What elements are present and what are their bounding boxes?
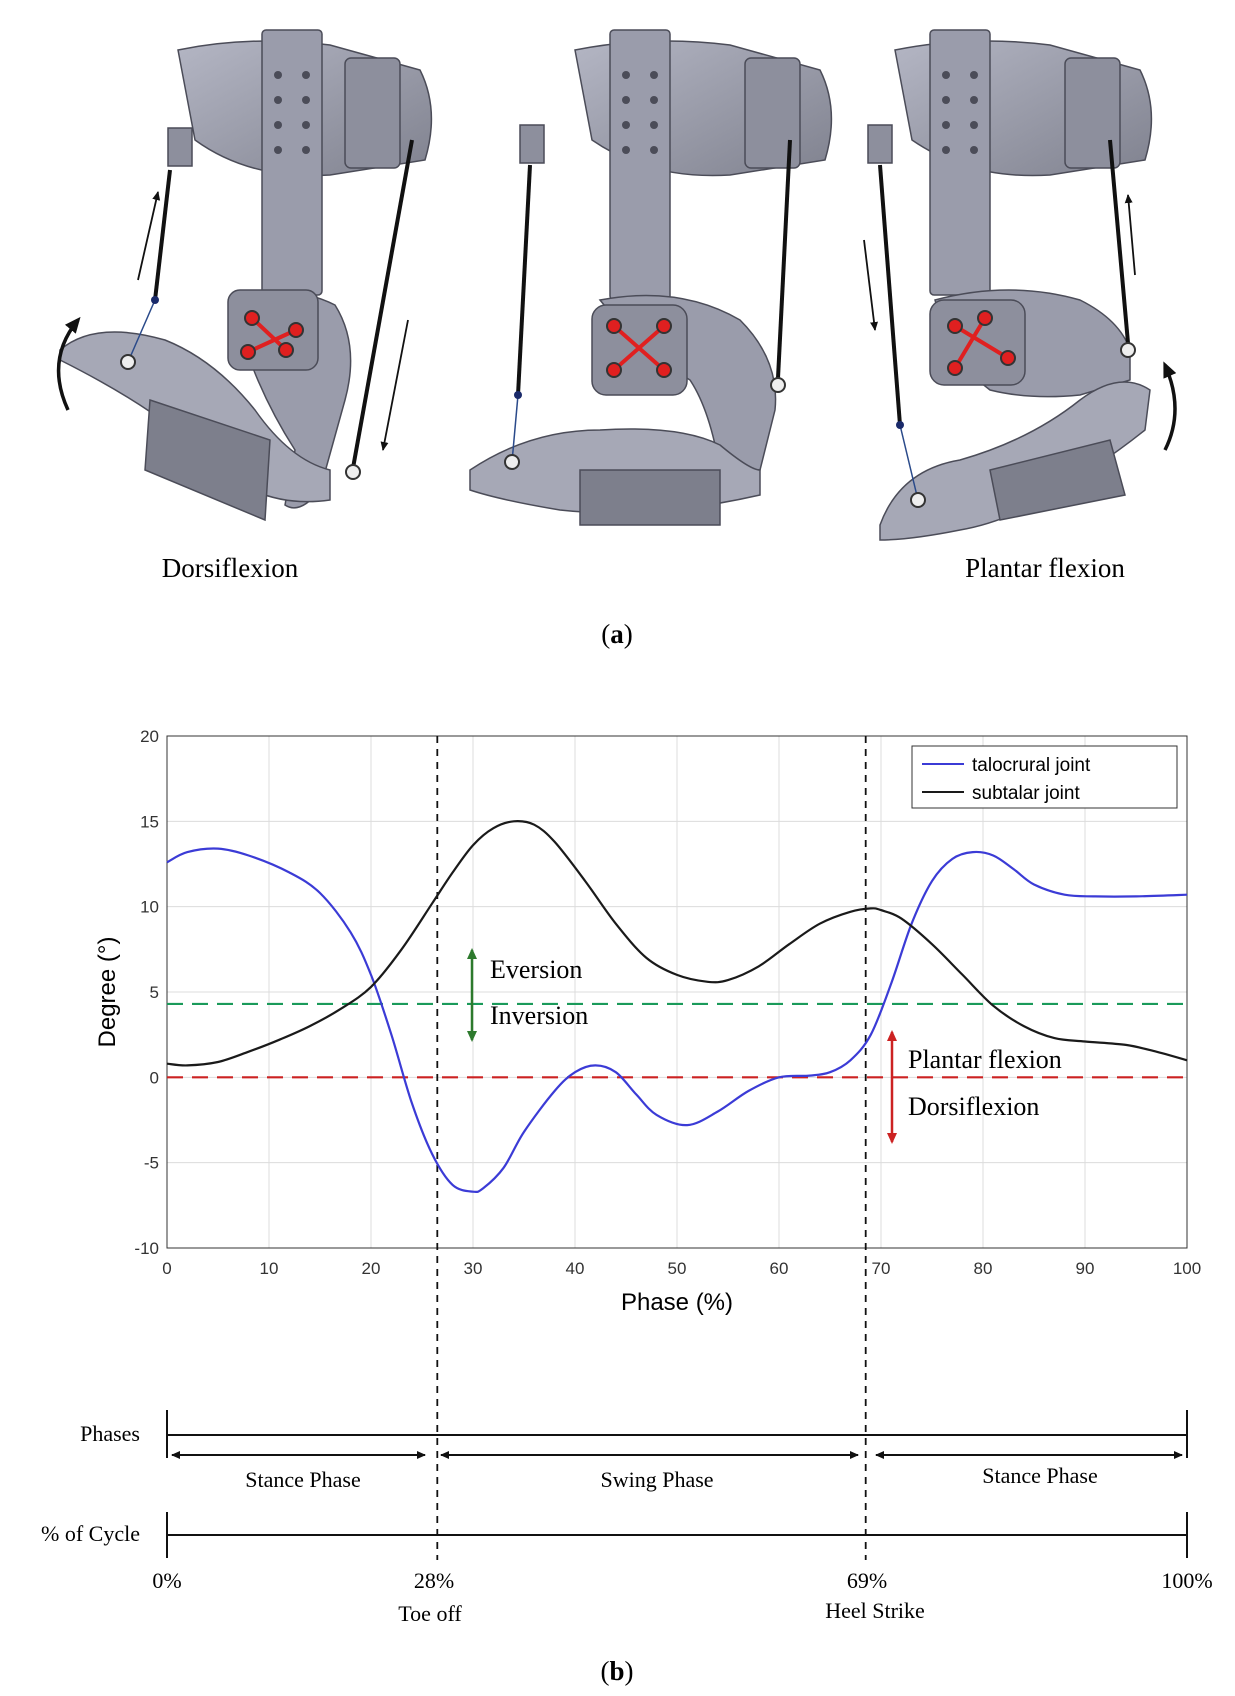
y-tick-label: 15 <box>140 812 159 831</box>
foot-plate <box>879 381 1151 541</box>
toe-pulley <box>120 354 136 370</box>
x-tick-label: 80 <box>974 1259 993 1278</box>
x-tick-label: 30 <box>464 1259 483 1278</box>
percent-100: 100% <box>1161 1568 1212 1593</box>
caption-b: (b) <box>600 1656 633 1686</box>
device-dorsiflexion <box>56 29 433 522</box>
cable-front <box>153 169 172 301</box>
y-tick-label: 20 <box>140 727 159 746</box>
percent-69: 69% <box>847 1568 887 1593</box>
x-tick-label: 0 <box>162 1259 171 1278</box>
four-bar-joints <box>947 310 1016 376</box>
label-inversion: Inversion <box>490 1001 588 1030</box>
chart-grid <box>166 735 1188 1249</box>
x-tick-label: 20 <box>362 1259 381 1278</box>
motion-arrow-up <box>1124 194 1136 276</box>
strap-buckle-right <box>744 57 801 169</box>
legend: talocrural joint subtalar joint <box>911 745 1178 809</box>
strap-buckle-right <box>1064 57 1121 169</box>
gait-timeline: Phases % of Cycle Stance Phase Swing Pha… <box>41 1410 1213 1686</box>
timeline-phases-label: Phases <box>80 1421 140 1446</box>
shank-strut <box>929 29 991 296</box>
strap-buckle-left <box>519 124 545 164</box>
strut-bolt-holes <box>942 71 978 154</box>
x-tick-label: 70 <box>872 1259 891 1278</box>
toe-pulley <box>504 454 520 470</box>
x-tick-label: 10 <box>260 1259 279 1278</box>
event-toe-off: Toe off <box>398 1601 462 1626</box>
phase-name-stance-1: Stance Phase <box>245 1467 360 1492</box>
legend-label-talocrural: talocrural joint <box>972 755 1091 776</box>
y-tick-label: 10 <box>140 898 159 917</box>
heel-block <box>579 469 721 526</box>
four-bar-joints <box>606 318 672 378</box>
cable-front-thin <box>899 424 919 501</box>
y-axis-label: Degree (°) <box>94 937 121 1048</box>
label-dorsiflexion-zone: Dorsiflexion <box>908 1092 1039 1121</box>
tick-labels: 0 10 20 30 40 50 60 70 80 90 100 -10 -5 0 5 10 15 20 <box>134 727 1201 1278</box>
heel-block <box>144 398 271 522</box>
percent-28: 28% <box>414 1568 454 1593</box>
cable-front-thin <box>127 299 156 363</box>
y-tick-label: -5 <box>144 1154 159 1173</box>
series-line-subtalar <box>166 820 1188 1067</box>
y-tick-label: -10 <box>134 1239 159 1258</box>
cable-front <box>516 164 532 396</box>
x-axis-label: Phase (%) <box>621 1289 733 1316</box>
phase-name-swing: Swing Phase <box>600 1467 713 1492</box>
label-eversion: Eversion <box>490 955 582 984</box>
rotation-arrow-icon <box>56 316 81 411</box>
strap-buckle-left <box>167 127 193 167</box>
timeline-cycle-label: % of Cycle <box>41 1521 140 1546</box>
strut-bolt-holes <box>274 71 310 154</box>
strut-bolt-holes <box>622 71 658 154</box>
y-tick-label: 5 <box>150 983 159 1002</box>
cable-rear <box>1108 139 1130 344</box>
series-line-talocrural <box>166 847 1188 1194</box>
y-tick-label: 0 <box>150 1068 159 1087</box>
shank-strut <box>261 29 323 296</box>
four-bar-housing <box>929 299 1026 386</box>
x-tick-label: 90 <box>1076 1259 1095 1278</box>
panel-b-chart: 0 10 20 30 40 50 60 70 80 90 100 -10 -5 0 5 10 15 20 Phas… <box>94 727 1201 1560</box>
panel-a-device-illustrations: Dorsiflexion Plantar flexion (a) <box>56 29 1177 649</box>
strap-buckle-left <box>867 124 893 164</box>
x-tick-label: 50 <box>668 1259 687 1278</box>
caption-a: (a) <box>601 619 633 649</box>
toe-pulley <box>910 492 926 508</box>
device-plantar-flexion <box>863 29 1177 541</box>
legend-label-subtalar: subtalar joint <box>972 783 1080 804</box>
four-bar-housing <box>227 289 319 371</box>
phase-name-stance-2: Stance Phase <box>982 1463 1097 1488</box>
chart-series <box>166 820 1188 1194</box>
motion-arrow-up <box>137 191 161 281</box>
motion-arrow-down <box>863 239 878 331</box>
shank-strut <box>609 29 671 301</box>
reference-lines <box>167 736 1187 1560</box>
plot-frame <box>166 735 1188 1249</box>
four-bar-joints <box>240 310 304 360</box>
cable-front <box>878 164 902 426</box>
x-tick-label: 100 <box>1173 1259 1201 1278</box>
label-dorsiflexion: Dorsiflexion <box>162 553 299 583</box>
device-neutral <box>469 29 833 526</box>
motion-arrow-down <box>380 319 409 451</box>
strap-buckle-right <box>344 57 401 169</box>
heel-block <box>989 439 1126 521</box>
cable-front-thin <box>511 394 519 463</box>
label-plantar-flexion-zone: Plantar flexion <box>908 1045 1062 1074</box>
event-heel-strike: Heel Strike <box>825 1598 925 1623</box>
cable-rear <box>351 139 414 469</box>
cable-rear <box>776 139 792 379</box>
rotation-arrow-icon <box>1163 361 1177 451</box>
x-tick-label: 40 <box>566 1259 585 1278</box>
legend-box <box>911 745 1178 809</box>
label-plantar-flexion: Plantar flexion <box>965 553 1125 583</box>
x-tick-label: 60 <box>770 1259 789 1278</box>
percent-0: 0% <box>152 1568 181 1593</box>
